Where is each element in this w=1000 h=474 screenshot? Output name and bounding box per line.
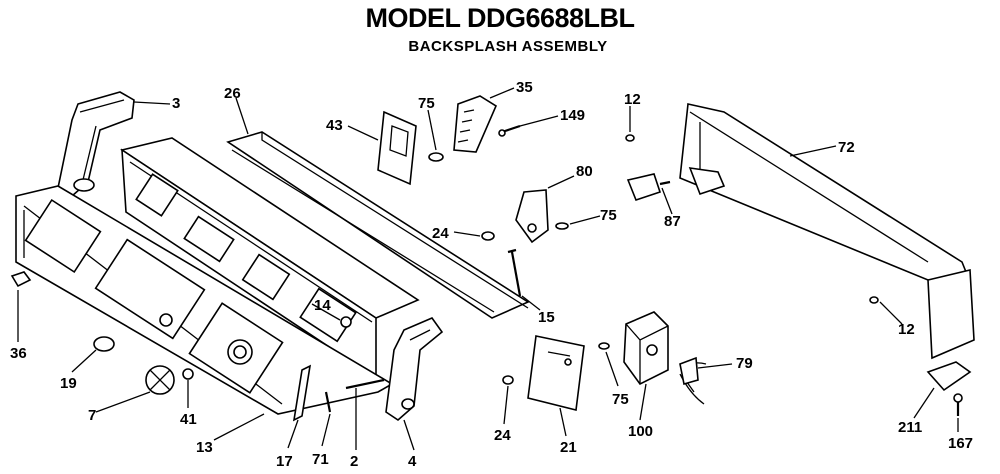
diagram-title: MODEL DDG6688LBL: [365, 3, 634, 33]
part-2-trim-strip: [345, 378, 385, 390]
part-14-lamp: [340, 316, 352, 328]
part-24-clip-bottom: [502, 375, 514, 385]
part-211-foot: [926, 361, 972, 392]
callout-labels: 3 26 43 75 35 149 12 72 80 87 24 75 15 1…: [10, 79, 973, 470]
diagram-subtitle: BACKSPLASH ASSEMBLY: [408, 38, 607, 55]
callout-7: 7: [88, 407, 96, 424]
callout-72: 72: [838, 139, 855, 156]
part-43-bracket: [377, 110, 417, 186]
callout-17: 17: [276, 453, 293, 470]
callout-15: 15: [538, 309, 555, 326]
callout-75-b: 75: [600, 207, 617, 224]
part-80-bracket: [515, 189, 549, 244]
part-19-knob: [93, 336, 115, 352]
part-4-right-end-cap: [385, 317, 444, 422]
part-75-clip-top: [428, 152, 444, 162]
callout-75-c: 75: [612, 391, 629, 408]
callout-167: 167: [948, 435, 973, 452]
part-36-button: [10, 271, 32, 288]
callout-19: 19: [60, 375, 77, 392]
callout-80: 80: [576, 163, 593, 180]
callout-4: 4: [408, 453, 417, 470]
callout-12-a: 12: [624, 91, 641, 108]
part-79-wire-harness: [679, 356, 707, 405]
callout-149: 149: [560, 107, 585, 124]
backsplash-housing: [120, 137, 420, 380]
part-7-large-knob: [145, 365, 175, 395]
part-21-circuit-board: [527, 335, 585, 411]
part-24-clip-top: [481, 231, 495, 241]
callout-43: 43: [326, 117, 343, 134]
part-149-screw: [498, 124, 521, 137]
callout-26: 26: [224, 85, 241, 102]
part-87-plug: [626, 173, 671, 201]
part-12-clip-right: [869, 296, 879, 304]
part-26-top-trim: [226, 131, 530, 319]
callout-87: 87: [664, 213, 681, 230]
part-15-screw: [507, 248, 522, 297]
part-3-left-end-cap: [57, 91, 135, 197]
callout-12-b: 12: [898, 321, 915, 338]
leader-lines: [17, 87, 959, 451]
callout-13: 13: [196, 439, 213, 456]
callout-79: 79: [736, 355, 753, 372]
callout-3: 3: [172, 95, 180, 112]
callout-41: 41: [180, 411, 197, 428]
part-12-clip-top: [625, 134, 635, 142]
part-100-timer: [623, 311, 669, 386]
callout-100: 100: [628, 423, 653, 440]
callout-24-a: 24: [432, 225, 449, 242]
callout-75-a: 75: [418, 95, 435, 112]
part-167-screw: [953, 393, 963, 416]
part-75-clip-mid: [555, 222, 569, 230]
callout-14: 14: [314, 297, 331, 314]
part-35-connector: [453, 95, 498, 153]
callout-21: 21: [560, 439, 577, 456]
part-71-screw: [324, 391, 332, 413]
callout-2: 2: [350, 453, 358, 470]
part-72-rear-housing: [679, 103, 975, 360]
part-13-control-panel: [15, 185, 394, 415]
callout-71: 71: [312, 451, 329, 468]
callout-211: 211: [898, 419, 922, 436]
callout-24-b: 24: [494, 427, 511, 444]
part-75-clip-bottom: [598, 342, 610, 350]
part-17-indicator: [292, 364, 312, 422]
callout-36: 36: [10, 345, 27, 362]
part-41-knob-insert: [182, 368, 194, 380]
callout-35: 35: [516, 79, 533, 96]
